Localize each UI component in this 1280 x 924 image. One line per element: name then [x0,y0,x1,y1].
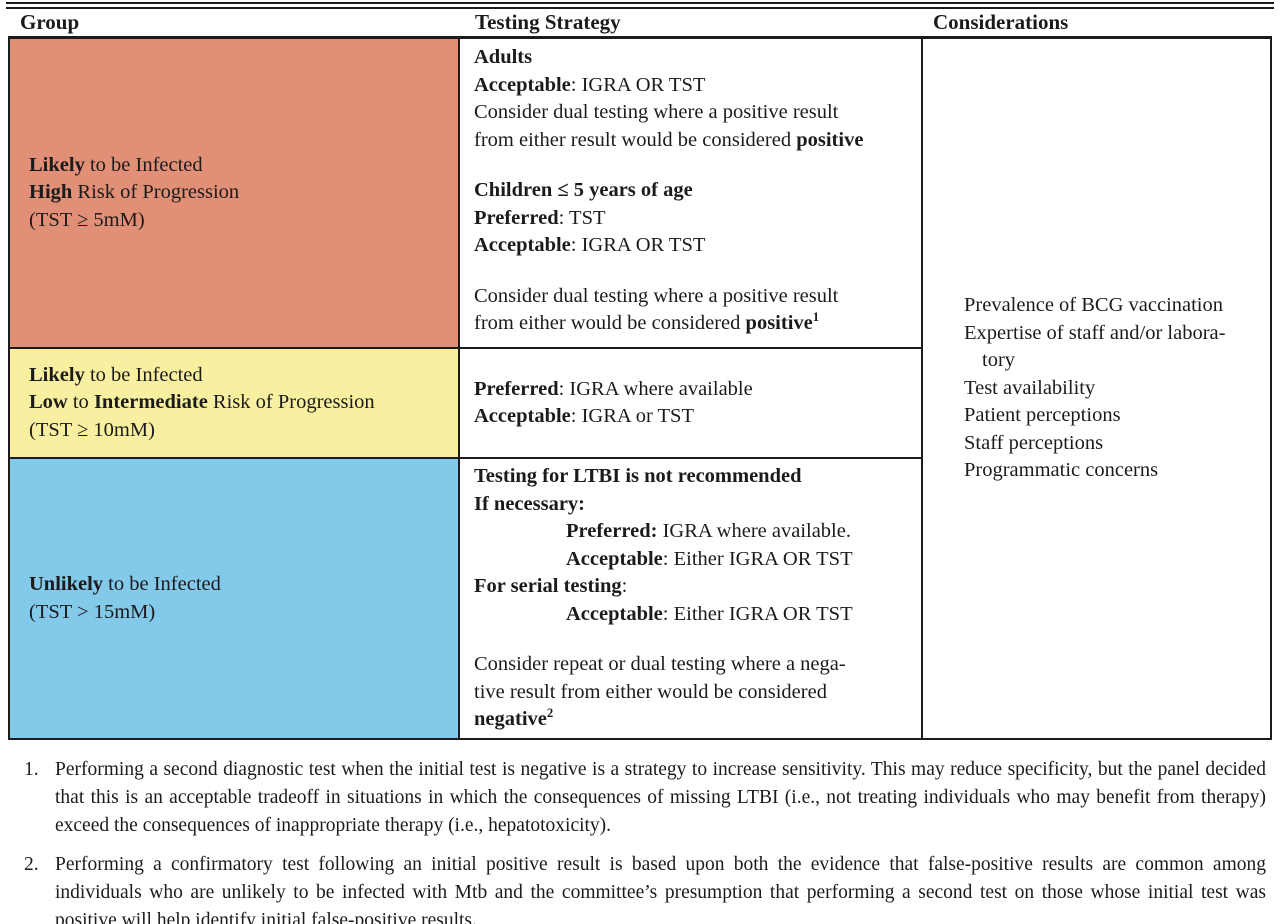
text-line: negative2 [474,706,554,730]
table-header-row: Group Testing Strategy Considerations [8,9,1272,36]
footnotes: 1. Performing a second diagnostic test w… [24,756,1266,924]
text-line: High Risk of Progression [29,181,240,204]
text-line: (TST ≥ 5mM) [29,208,145,231]
text-line: Acceptable: IGRA OR TST [474,73,706,96]
text-line: Adults [474,46,533,68]
text-line: Acceptable: IGRA OR TST [474,234,706,256]
text-line: Unlikely to be Infected [29,573,221,595]
text-line: Prevalence of BCG vaccination [964,294,1224,317]
text-line: Patient perceptions [964,404,1121,427]
text-line: Likely to be Infected [29,153,203,176]
text-line: Consider dual testing where a positive r… [474,284,839,307]
text-line: Consider repeat or dual testing where a … [474,653,846,675]
text-line: If necessary: [474,492,586,515]
text-line: tory [982,349,1016,372]
footnote-number: 1. [24,759,39,780]
text-line [474,628,915,651]
footnote-text: Performing a second diagnostic test when… [55,759,1266,836]
text-line: (TST > 15mM) [29,600,156,623]
text-line: tive result from either would be conside… [474,680,827,703]
text-line [474,260,915,283]
text-line: Staff perceptions [964,431,1104,454]
text-line: Programmatic concerns [964,459,1159,482]
text-line: (TST ≥ 10mM) [29,418,155,441]
footnote-text: Performing a confirmatory test following… [55,854,1266,924]
column-header-considerations: Considerations [933,10,1069,34]
text-line: Consider dual testing where a positive r… [474,101,839,123]
text-line: Test availability [964,376,1096,399]
column-header-testing-strategy: Testing Strategy [475,10,621,34]
text-line: Low to Intermediate Risk of Progression [29,391,375,414]
text-line: from either would be considered positive… [474,310,820,334]
text-line: from either result would be considered p… [474,128,864,151]
text-line: Acceptable: Either IGRA OR TST [566,602,853,625]
text-line: Likely to be Infected [29,363,203,386]
text-line: Preferred: TST [474,206,606,229]
text-line: For serial testing: [474,575,628,597]
text-line: Expertise of staff and/or labora- [964,321,1226,344]
footnote-2: 2. Performing a confirmatory test follow… [24,851,1266,924]
text-line: Preferred: IGRA where available. [566,520,851,542]
strategy-cell-unlikely-infected: Testing for LTBI is not recommended If ne… [460,459,923,738]
column-header-group: Group [20,10,80,34]
top-double-rule [6,2,1274,9]
text-line: Acceptable: IGRA or TST [474,405,694,427]
text-line: Acceptable: Either IGRA OR TST [566,547,853,570]
group-cell-unlikely-infected: Unlikely to be Infected (TST > 15mM) [10,459,460,738]
text-line: Preferred: IGRA where available [474,377,753,400]
footnote-number: 2. [24,854,39,875]
text-line [474,154,915,177]
footnote-1: 1. Performing a second diagnostic test w… [24,756,1266,840]
text-line: Children ≤ 5 years of age [474,179,693,201]
text-line: Testing for LTBI is not recommended [474,465,802,487]
